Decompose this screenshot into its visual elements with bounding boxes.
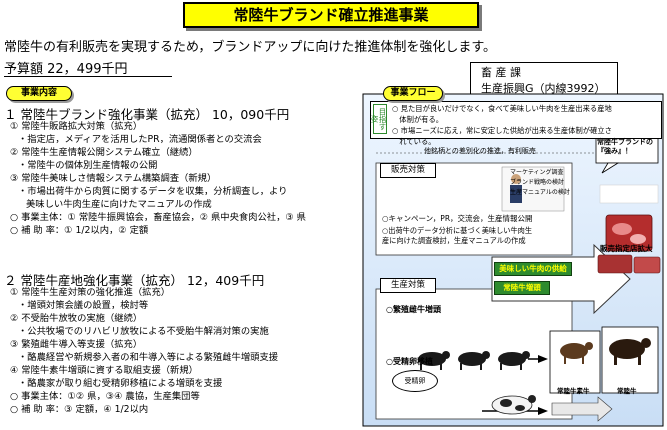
sales-item-analysis-line2: 産に向けた調査検討，生産マニュアルの作成 [382, 236, 526, 245]
section2-line: ○ 事業主体：①② 県，③④ 農協，生産集団等 [10, 391, 200, 402]
section1-line: ・指定店，メディアを活用したPR，流通関係者との交流会 [18, 134, 262, 145]
embryo-box: 受精卵 [392, 370, 438, 392]
calf-icon [560, 342, 593, 364]
section2-body: ① 常陸牛生産対策の強化推進（拡充） ・増頭対策会議の設置，検討等 ② 不受胎牛放牧… [6, 286, 358, 416]
slide-line: 生産マニュアルの検討 [510, 189, 570, 196]
goal-line: 体制が有る。 [392, 115, 444, 124]
section1-line: ③ 常陸牛美味しさ情報システム構築調査（新規） [10, 173, 217, 184]
goal-line: れている。 [392, 137, 436, 146]
delicious-supply-bar: 美味しい牛肉の供給 [494, 262, 572, 276]
production-label: 生産対策 [380, 278, 436, 293]
section1-line: ○ 補 助 率：① 1/2以内，② 定額 [10, 225, 149, 236]
budget-amount: 予算額 22，499千円 [4, 62, 128, 77]
callout-text: 常陸牛ブランドの『強み』！ [597, 138, 653, 155]
section2-line: ② 不受胎牛放牧の実施（継続） [10, 313, 143, 324]
section2-line: ・酪農経営や新規参入者の和牛導入等による繁殖雌牛増頭支援 [18, 352, 279, 363]
section2-line: ○ 補 助 率：③ 定額，④ 1/2以内 [10, 404, 149, 415]
flow-caption: 他銘柄との差別化の推進，有利販売 [424, 147, 536, 155]
goal-line: ○ 市場ニーズに応え，常に安定した供給が出来る生産体制が確立さ [392, 126, 612, 135]
calf-box [549, 330, 601, 394]
section2-line: ④ 常陸牛素牛増頭に資する取組支援（新規） [10, 365, 198, 376]
slide-line: ブランド戦略の検討 [510, 179, 565, 186]
goal-line: ○ 見た目が良いだけでなく，食べて美味しい牛肉を生産出来る産地 [392, 104, 612, 113]
section1-line: ① 常陸牛販路拡大対策（拡充） [10, 121, 143, 132]
subtitle: 常陸牛の有利販売を実現するため，ブランドアップに向けた推進体制を強化します。 [4, 40, 497, 55]
section2-title: ２ 常陸牛産地強化事業（拡充） 12，409千円 [4, 273, 265, 288]
section2-line: ・酪農家が取り組む受精卵移植による増頭を支援 [18, 378, 223, 389]
section1-line: ○ 事業主体：① 常陸牛振興協会，畜産協会，② 県中央食肉公社，③ 県 [10, 212, 306, 223]
slide-text: マーケティング調査 ブランド戦略の検討 生産マニュアルの検討 [510, 168, 570, 198]
section2-line: ① 常陸牛生産対策の強化推進（拡充） [10, 287, 171, 298]
department-contact: 生産振興G（内線3992） [481, 82, 606, 95]
callout-box [595, 134, 659, 164]
section2-line: ・増頭対策会議の設置，検討等 [18, 300, 149, 311]
department-name: 畜 産 課 [481, 66, 521, 79]
goal-box [370, 101, 662, 139]
presenter-icon [501, 166, 565, 212]
page-title: 常陸牛ブランド確立推進事業 [183, 2, 479, 28]
flow-tag: 事業フロー [383, 86, 443, 101]
embryo-item: ○受精卵移植 [386, 357, 433, 366]
cattle-label: 常陸牛 [617, 387, 637, 395]
section1-line: ・常陸牛の個体別生産情報の公開 [18, 160, 158, 171]
store-label: 販売指定店拡大 [600, 244, 653, 253]
sales-item-analysis-line1: ○出荷牛のデータ分析に基づく美味しい牛肉生 [382, 226, 533, 235]
breeding-item: ○繁殖雌牛増頭 [386, 305, 441, 314]
goal-label: 目指す姿 [370, 104, 387, 134]
slide-line: マーケティング調査 [510, 169, 564, 176]
section1-line: ② 常陸牛生産情報公開システム確立（継続） [10, 147, 198, 158]
sales-item-analysis: ○出荷牛のデータ分析に基づく美味しい牛肉生 産に向けた調査検討，生産マニュアルの… [382, 226, 532, 246]
section1-line: 美味しい牛肉生産に向けたマニュアルの作成 [26, 199, 212, 210]
cattle-herd-icon [418, 351, 530, 370]
calf-label: 常陸牛素牛 [557, 387, 590, 395]
section2-line: ③ 繁殖雌牛導入等支援（拡充） [10, 339, 143, 350]
goal-text: ○ 見た目が良いだけでなく，食べて美味しい牛肉を生産出来る産地 体制が有る。 ○… [392, 103, 658, 147]
section1-body: ① 常陸牛販路拡大対策（拡充） ・指定店，メディアを活用したPR，流通関係者との交… [6, 120, 358, 237]
sales-label: 販売対策 [380, 163, 436, 178]
budget-underline [4, 76, 172, 77]
section2-line: ・公共牧場でのリハビリ放牧による不受胎牛解消対策の実施 [18, 326, 269, 337]
cattle-increase-bar: 常陸牛増頭 [494, 281, 550, 295]
dairy-cow-icon [491, 395, 536, 415]
section1-line: ・市場出荷牛から肉質に関するデータを収集，分析調査し，より [18, 186, 288, 197]
cattle-box [601, 326, 659, 394]
beef-photo-icon [597, 214, 661, 274]
sales-item-campaign: ○キャンペーン，PR，交流会，生産情報公開 [382, 214, 533, 223]
section1-title: １ 常陸牛ブランド強化事業（拡充） 10，090千円 [4, 107, 290, 122]
cattle-icon [609, 338, 651, 365]
contents-tag: 事業内容 [6, 86, 72, 101]
